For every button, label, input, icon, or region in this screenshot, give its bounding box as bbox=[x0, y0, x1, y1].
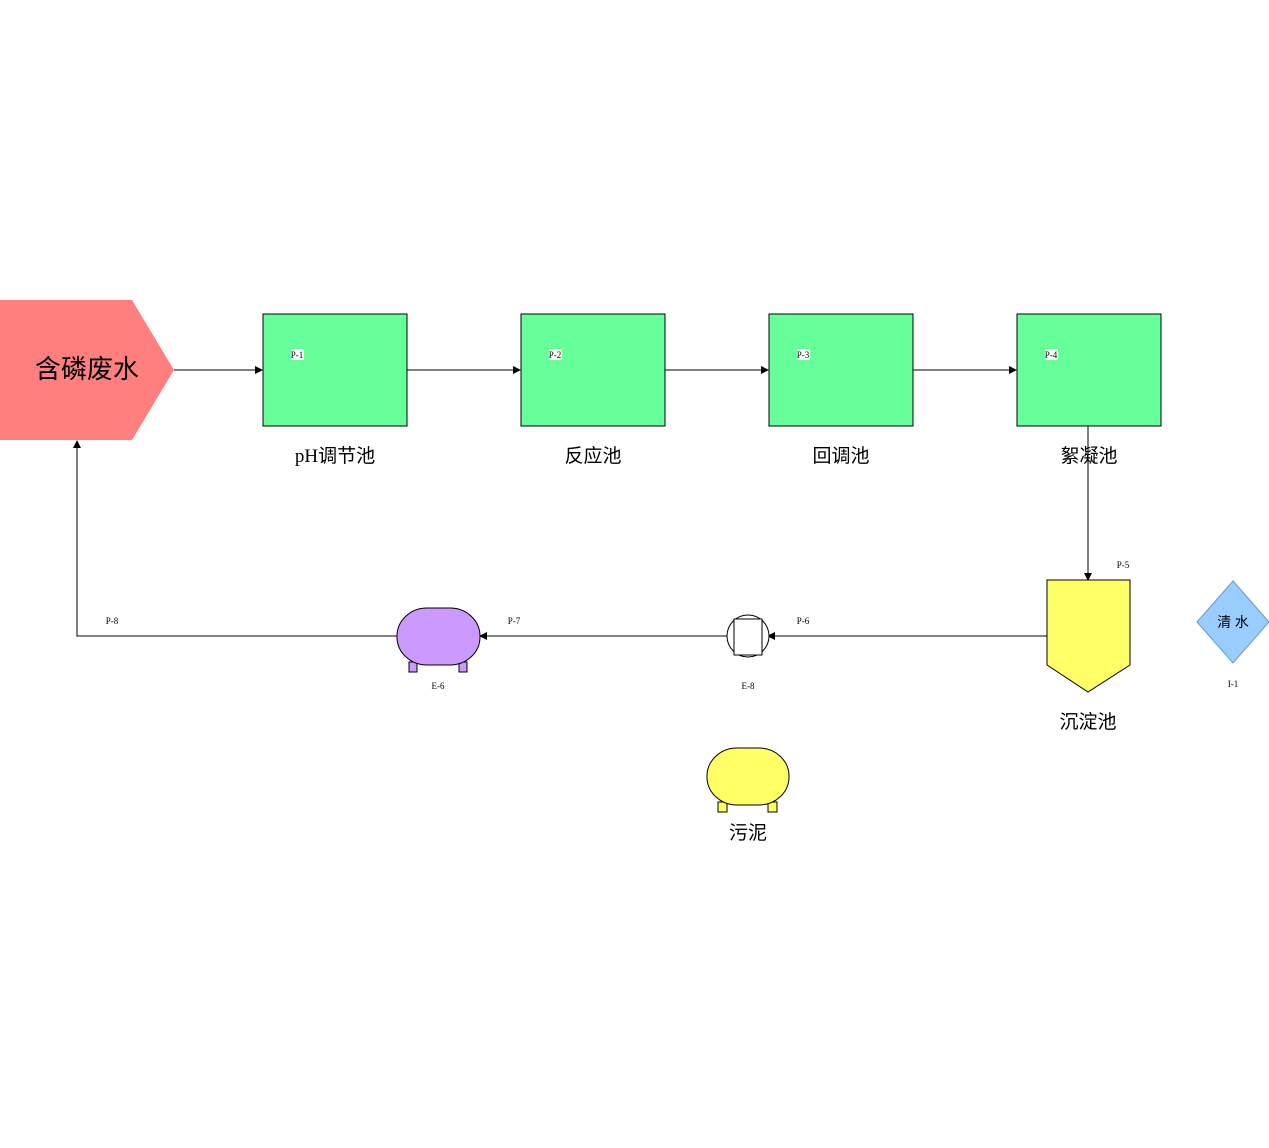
vessel-tag: E-6 bbox=[432, 681, 445, 691]
clean-water-tag: I-1 bbox=[1228, 679, 1239, 689]
pump-body bbox=[733, 618, 763, 656]
sludge-body bbox=[706, 747, 790, 806]
tag-bg bbox=[1045, 349, 1058, 360]
tank-shape bbox=[520, 313, 666, 427]
pipe-tag-p8: P-8 bbox=[106, 616, 119, 626]
clean-water-shape bbox=[1196, 580, 1269, 664]
tank-reaction[interactable]: P-2 反应池 bbox=[520, 313, 666, 467]
settler-label: 沉淀池 bbox=[1059, 711, 1116, 733]
tank-flocculation[interactable]: P-4 絮凝池 bbox=[1016, 313, 1162, 467]
tank-tag: P-2 bbox=[549, 350, 562, 360]
pump[interactable]: E-8 bbox=[726, 614, 770, 691]
storage-vessel[interactable]: E-6 bbox=[396, 607, 481, 691]
tank-tag: P-1 bbox=[291, 350, 304, 360]
source-label: 含磷废水 bbox=[35, 355, 139, 384]
source-wastewater[interactable]: 含磷废水 bbox=[0, 300, 174, 440]
tank-label: 反应池 bbox=[564, 445, 621, 467]
tag-bg bbox=[797, 349, 810, 360]
tank-tag: P-3 bbox=[797, 350, 810, 360]
settling-tank[interactable]: P-5 沉淀池 bbox=[1046, 560, 1131, 733]
tag-bg bbox=[291, 349, 304, 360]
vessel-body bbox=[396, 607, 481, 666]
pipe-tag-p7: P-7 bbox=[508, 616, 521, 626]
tag-bg bbox=[549, 349, 562, 360]
tank-tag: P-4 bbox=[1045, 350, 1058, 360]
clean-water-outlet[interactable]: 清 水 I-1 bbox=[1196, 580, 1269, 689]
tank-shape bbox=[262, 313, 408, 427]
tank-label: pH调节池 bbox=[295, 445, 375, 467]
settler-tag: P-5 bbox=[1117, 560, 1130, 570]
pump-tag: E-8 bbox=[742, 681, 755, 691]
tank-shape bbox=[1016, 313, 1162, 427]
clean-water-label: 清 水 bbox=[1217, 615, 1249, 631]
tank-readjust[interactable]: P-3 回调池 bbox=[768, 313, 914, 467]
tank-ph-adjust[interactable]: P-1 pH调节池 bbox=[262, 313, 408, 467]
sludge-label: 污泥 bbox=[729, 822, 767, 844]
flow-return-to-source bbox=[73, 440, 397, 637]
pipe-tag-p6: P-6 bbox=[797, 616, 810, 626]
tank-label: 絮凝池 bbox=[1060, 445, 1117, 467]
sludge-vessel[interactable]: 污泥 bbox=[706, 747, 790, 844]
tank-shape bbox=[768, 313, 914, 427]
tank-label: 回调池 bbox=[812, 445, 869, 467]
source-shape bbox=[0, 300, 174, 440]
settler-shape bbox=[1046, 579, 1131, 693]
